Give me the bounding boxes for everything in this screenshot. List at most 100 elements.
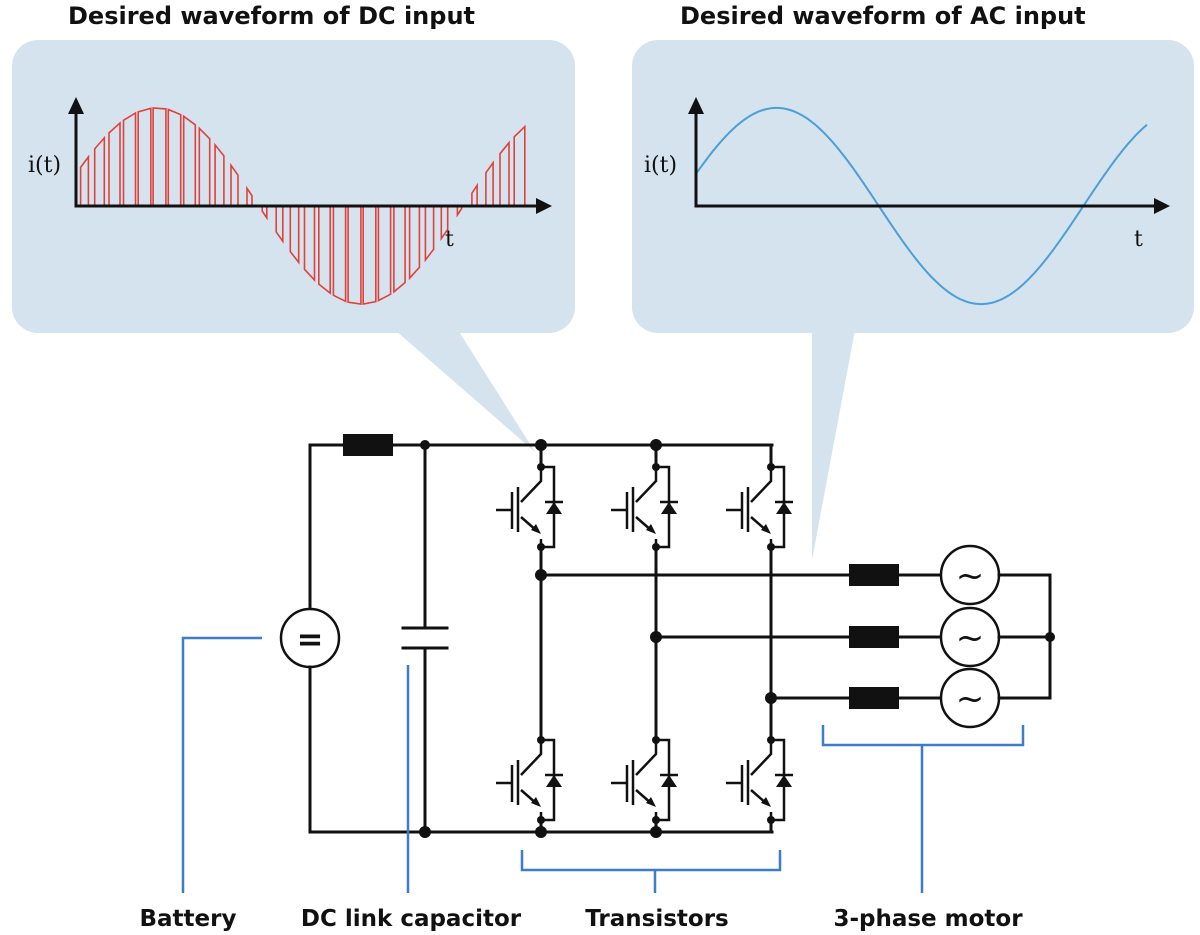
motor-bracket bbox=[821, 725, 1025, 747]
pwm-pulse bbox=[167, 108, 182, 206]
igbt-with-diode bbox=[496, 736, 563, 824]
emitter-arrow-icon bbox=[761, 797, 771, 807]
dc-x-label: t bbox=[445, 227, 454, 252]
phase-inductor bbox=[849, 626, 899, 648]
dc-y-label: i(t) bbox=[28, 153, 61, 178]
collector-lead bbox=[520, 740, 543, 776]
motor-phase: ~ bbox=[539, 544, 1052, 606]
junction bbox=[650, 826, 662, 838]
dc-callout bbox=[12, 40, 575, 452]
pwm-pulse bbox=[214, 142, 225, 206]
pwm-pulse bbox=[261, 206, 268, 221]
battery-label: Battery bbox=[140, 906, 237, 932]
diode-icon bbox=[661, 775, 677, 787]
ac-waveform-chart: i(t) t bbox=[644, 97, 1170, 306]
collector-lead bbox=[750, 740, 773, 776]
pwm-pulse bbox=[347, 206, 362, 306]
pwm-pulse bbox=[513, 124, 526, 206]
dc-waveform-chart: i(t) t bbox=[28, 97, 552, 306]
igbt-with-diode bbox=[611, 463, 678, 551]
pwm-pulse bbox=[246, 185, 253, 206]
igbt-with-diode bbox=[496, 463, 563, 551]
pwm-pulse bbox=[393, 206, 406, 294]
phase-inductor bbox=[849, 564, 899, 586]
battery-leader bbox=[181, 636, 262, 893]
star-point bbox=[1045, 632, 1055, 642]
ac-y-label: i(t) bbox=[644, 153, 677, 178]
circuit: = ~ ~ ~ bbox=[279, 434, 1055, 838]
emitter-arrow-icon bbox=[761, 524, 771, 534]
pwm-pulse bbox=[362, 206, 377, 305]
pwm-pulse bbox=[289, 206, 300, 265]
diode-icon bbox=[776, 775, 792, 787]
pwm-pulse bbox=[108, 121, 121, 206]
battery-glyph: = bbox=[297, 620, 324, 658]
ac-x-axis-arrow bbox=[1154, 198, 1170, 214]
pwm-pulse bbox=[275, 206, 284, 244]
dc-inductor bbox=[343, 434, 393, 456]
dc-panel-title: Desired waveform of DC input bbox=[68, 2, 475, 30]
pwm-pulse bbox=[408, 206, 421, 281]
pwm-pulse bbox=[318, 206, 331, 295]
collector-lead bbox=[635, 740, 658, 776]
pwm-pulse bbox=[303, 206, 316, 283]
transistor-legs bbox=[496, 439, 793, 838]
pwm-pulse bbox=[152, 107, 167, 206]
junction bbox=[535, 439, 547, 451]
pwm-pulse bbox=[93, 135, 106, 206]
motor-phases: ~ ~ ~ bbox=[539, 544, 1052, 729]
phase-inductor bbox=[849, 687, 899, 709]
pwm-pulse bbox=[182, 114, 197, 206]
leader-lines bbox=[181, 636, 1025, 893]
ac-glyph: ~ bbox=[956, 556, 985, 596]
pwm-pulse bbox=[424, 206, 435, 263]
transistor-leg bbox=[611, 439, 678, 838]
ac-callout bbox=[632, 40, 1194, 560]
transistors-bracket bbox=[520, 850, 782, 872]
transistor-leg bbox=[496, 439, 563, 838]
junction bbox=[419, 826, 431, 838]
diode-icon bbox=[776, 502, 792, 514]
transistor-leg bbox=[726, 443, 793, 834]
collector-lead bbox=[750, 467, 773, 503]
diode-icon bbox=[546, 502, 562, 514]
transistors-label: Transistors bbox=[585, 906, 729, 932]
pwm-pulse bbox=[137, 107, 152, 206]
collector-lead bbox=[635, 467, 658, 503]
ac-sine-curve bbox=[696, 106, 1148, 306]
igbt-with-diode bbox=[726, 463, 793, 551]
pwm-pulse bbox=[122, 111, 137, 206]
collector-lead bbox=[520, 467, 543, 503]
dc-x-axis-arrow bbox=[536, 198, 552, 214]
pwm-pulse bbox=[79, 154, 90, 206]
junction bbox=[650, 439, 662, 451]
junction bbox=[420, 440, 430, 450]
emitter-arrow-icon bbox=[646, 797, 656, 807]
junction bbox=[535, 826, 547, 838]
ac-glyph: ~ bbox=[956, 618, 985, 658]
ac-glyph: ~ bbox=[956, 679, 985, 719]
diode-icon bbox=[661, 502, 677, 514]
igbt-with-diode bbox=[611, 736, 678, 824]
pwm-pulse bbox=[485, 160, 494, 206]
emitter-arrow-icon bbox=[531, 524, 541, 534]
pwm-pulse bbox=[332, 206, 347, 303]
ac-x-label: t bbox=[1134, 227, 1143, 252]
pwm-pulse bbox=[499, 140, 510, 206]
pwm-pulses bbox=[79, 107, 526, 306]
emitter-arrow-icon bbox=[646, 524, 656, 534]
pwm-pulse bbox=[377, 206, 392, 302]
motor-label: 3-phase motor bbox=[833, 906, 1023, 932]
ac-panel-title: Desired waveform of AC input bbox=[680, 2, 1086, 30]
igbt-with-diode bbox=[726, 736, 793, 824]
emitter-arrow-icon bbox=[531, 797, 541, 807]
pwm-pulse bbox=[440, 206, 449, 242]
motor-phase: ~ bbox=[769, 667, 1052, 729]
motor-phase: ~ bbox=[654, 606, 1052, 668]
dc-y-axis-arrow bbox=[68, 97, 84, 114]
diode-icon bbox=[546, 775, 562, 787]
pwm-pulse bbox=[230, 162, 239, 206]
ac-y-axis-arrow bbox=[688, 97, 704, 114]
pwm-pulse bbox=[198, 126, 211, 206]
